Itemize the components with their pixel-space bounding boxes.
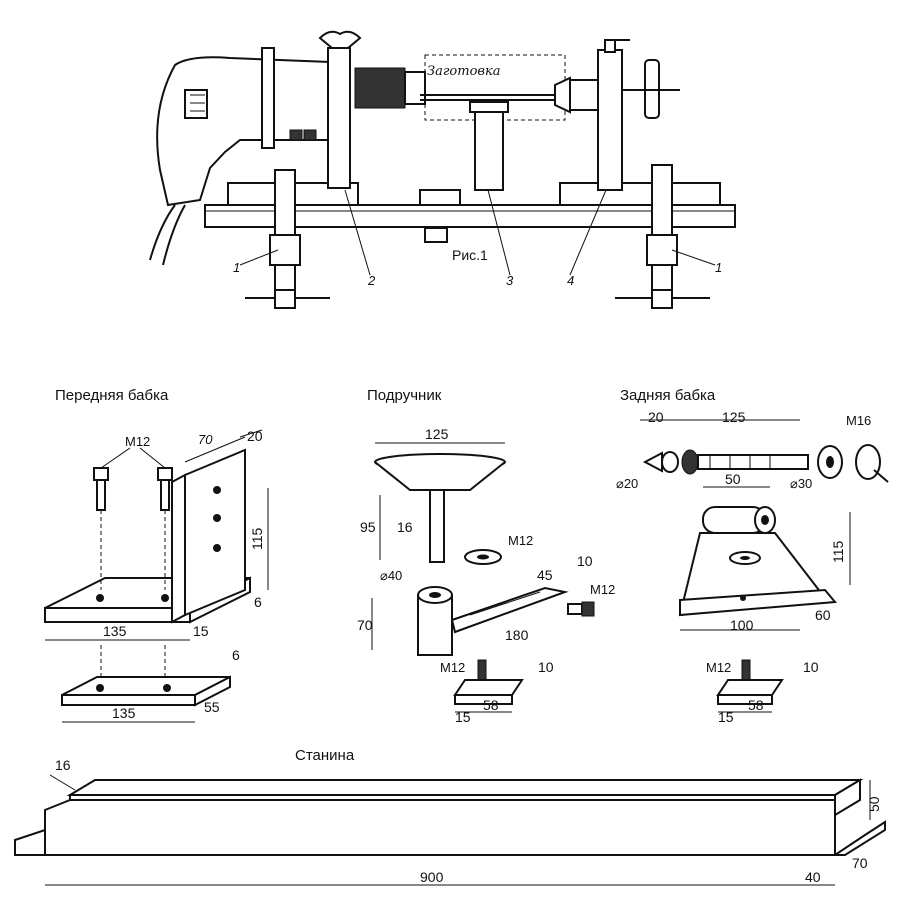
assembly-clamp-left [274, 169, 296, 291]
bed-bottom-flange [14, 828, 46, 856]
toolrest-dim-70: 70 [357, 617, 373, 633]
tailstock-m16: M16 [846, 413, 871, 428]
toolrest-title: Подручник [367, 387, 442, 404]
assembly-headstock-upright [327, 47, 351, 189]
bed-dim-50: 50 [866, 796, 882, 812]
bed-title: Станина [295, 747, 355, 764]
tailstock-pad-dim-58: 58 [748, 697, 764, 713]
headstock-dim-70: 70 [198, 432, 213, 447]
tailstock-dim-100: 100 [730, 617, 754, 633]
callout-2: 2 [367, 273, 376, 288]
assembly-figure: Заготовка Рис.1 1 2 3 4 1 [149, 30, 736, 309]
headstock-dim-6: 6 [254, 594, 262, 610]
assembly-tailstock-upright [597, 49, 623, 191]
tailstock-dim-50: 50 [725, 471, 741, 487]
headstock-bolt-2 [157, 467, 173, 481]
drill-cable [149, 204, 176, 261]
headstock-title: Передняя бабка [55, 387, 169, 404]
tailstock-pad-dim-15: 15 [718, 709, 734, 725]
tailstock-dim-dia30: ⌀30 [790, 476, 812, 491]
callout-4: 4 [567, 273, 574, 288]
assembly-tailstock-base [559, 182, 721, 206]
toolrest-pad-dim-58: 58 [483, 697, 499, 713]
tailstock-title: Задняя бабка [620, 387, 716, 404]
toolrest-pad-dim-15: 15 [455, 709, 471, 725]
toolrest-dim-16: 16 [397, 519, 413, 535]
tailstock-pad-m12: M12 [706, 660, 731, 675]
tailstock-screw [697, 454, 809, 470]
bed-drawing: Станина 16 900 40 70 50 [14, 747, 886, 886]
tailstock-pad-dim-10: 10 [803, 659, 819, 675]
headstock-drawing: Передняя бабка M12 70 20 115 6 135 15 [44, 387, 269, 723]
figure-label: Рис.1 [452, 247, 488, 263]
toolrest-arm [450, 586, 569, 634]
callout-1-left: 1 [233, 260, 240, 275]
headstock-bolt-label: M12 [125, 434, 150, 449]
drill-chuck [354, 67, 406, 109]
headstock-dim-135: 135 [103, 623, 127, 639]
headstock-pad-dim-135: 135 [112, 705, 136, 721]
toolrest-dim-95: 95 [360, 519, 376, 535]
assembly-clamp-right [651, 164, 673, 291]
bed-top-rail [66, 779, 864, 796]
callout-3: 3 [506, 273, 514, 288]
tailstock-dim-125: 125 [722, 409, 746, 425]
toolrest-pad-dim-10: 10 [538, 659, 554, 675]
headstock-dim-115: 115 [249, 527, 265, 550]
tailstock-dim-60: 60 [815, 607, 831, 623]
toolrest-side-bolt [567, 603, 583, 615]
headstock-pad-dim-6: 6 [232, 647, 240, 663]
headstock-bolt-1 [93, 467, 109, 481]
tailstock-handwheel [855, 444, 881, 480]
tailstock-pad-bolt [741, 659, 751, 683]
assembly-toolrest-post [474, 109, 504, 191]
toolrest-dim-45: 45 [537, 567, 553, 583]
toolrest-stem [429, 489, 445, 563]
bed-dim-900: 900 [420, 869, 444, 885]
toolrest-bolt-m12: M12 [590, 582, 615, 597]
tailstock-dim-115: 115 [830, 540, 846, 563]
tailstock-dim-20: 20 [648, 409, 664, 425]
toolrest-dim-125: 125 [425, 426, 449, 442]
workpiece-label: Заготовка [427, 64, 500, 79]
callout-1-right: 1 [715, 260, 722, 275]
headstock-pad-dim-55: 55 [204, 699, 220, 715]
headstock-dim-20: 20 [247, 428, 263, 444]
toolrest-dim-10: 10 [577, 553, 593, 569]
tailstock-center-point [642, 451, 663, 473]
tailstock-dim-dia20: ⌀20 [616, 476, 638, 491]
toolrest-drawing: Подручник 125 95 16 M12 70 ⌀40 45 10 180… [357, 387, 615, 725]
toolrest-dim-40: ⌀40 [380, 568, 402, 583]
headstock-dim-15: 15 [193, 623, 209, 639]
toolrest-washer-m12: M12 [508, 533, 533, 548]
bed-dim-40: 40 [805, 869, 821, 885]
bed-dim-70: 70 [852, 855, 868, 871]
toolrest-dim-180: 180 [505, 627, 529, 643]
toolrest-pad-bolt [477, 659, 487, 683]
toolrest-pad-m12: M12 [440, 660, 465, 675]
tailstock-drawing: Задняя бабка 20 125 M16 ⌀20 50 ⌀30 115 [616, 387, 889, 725]
bed-dim-16: 16 [55, 757, 71, 773]
